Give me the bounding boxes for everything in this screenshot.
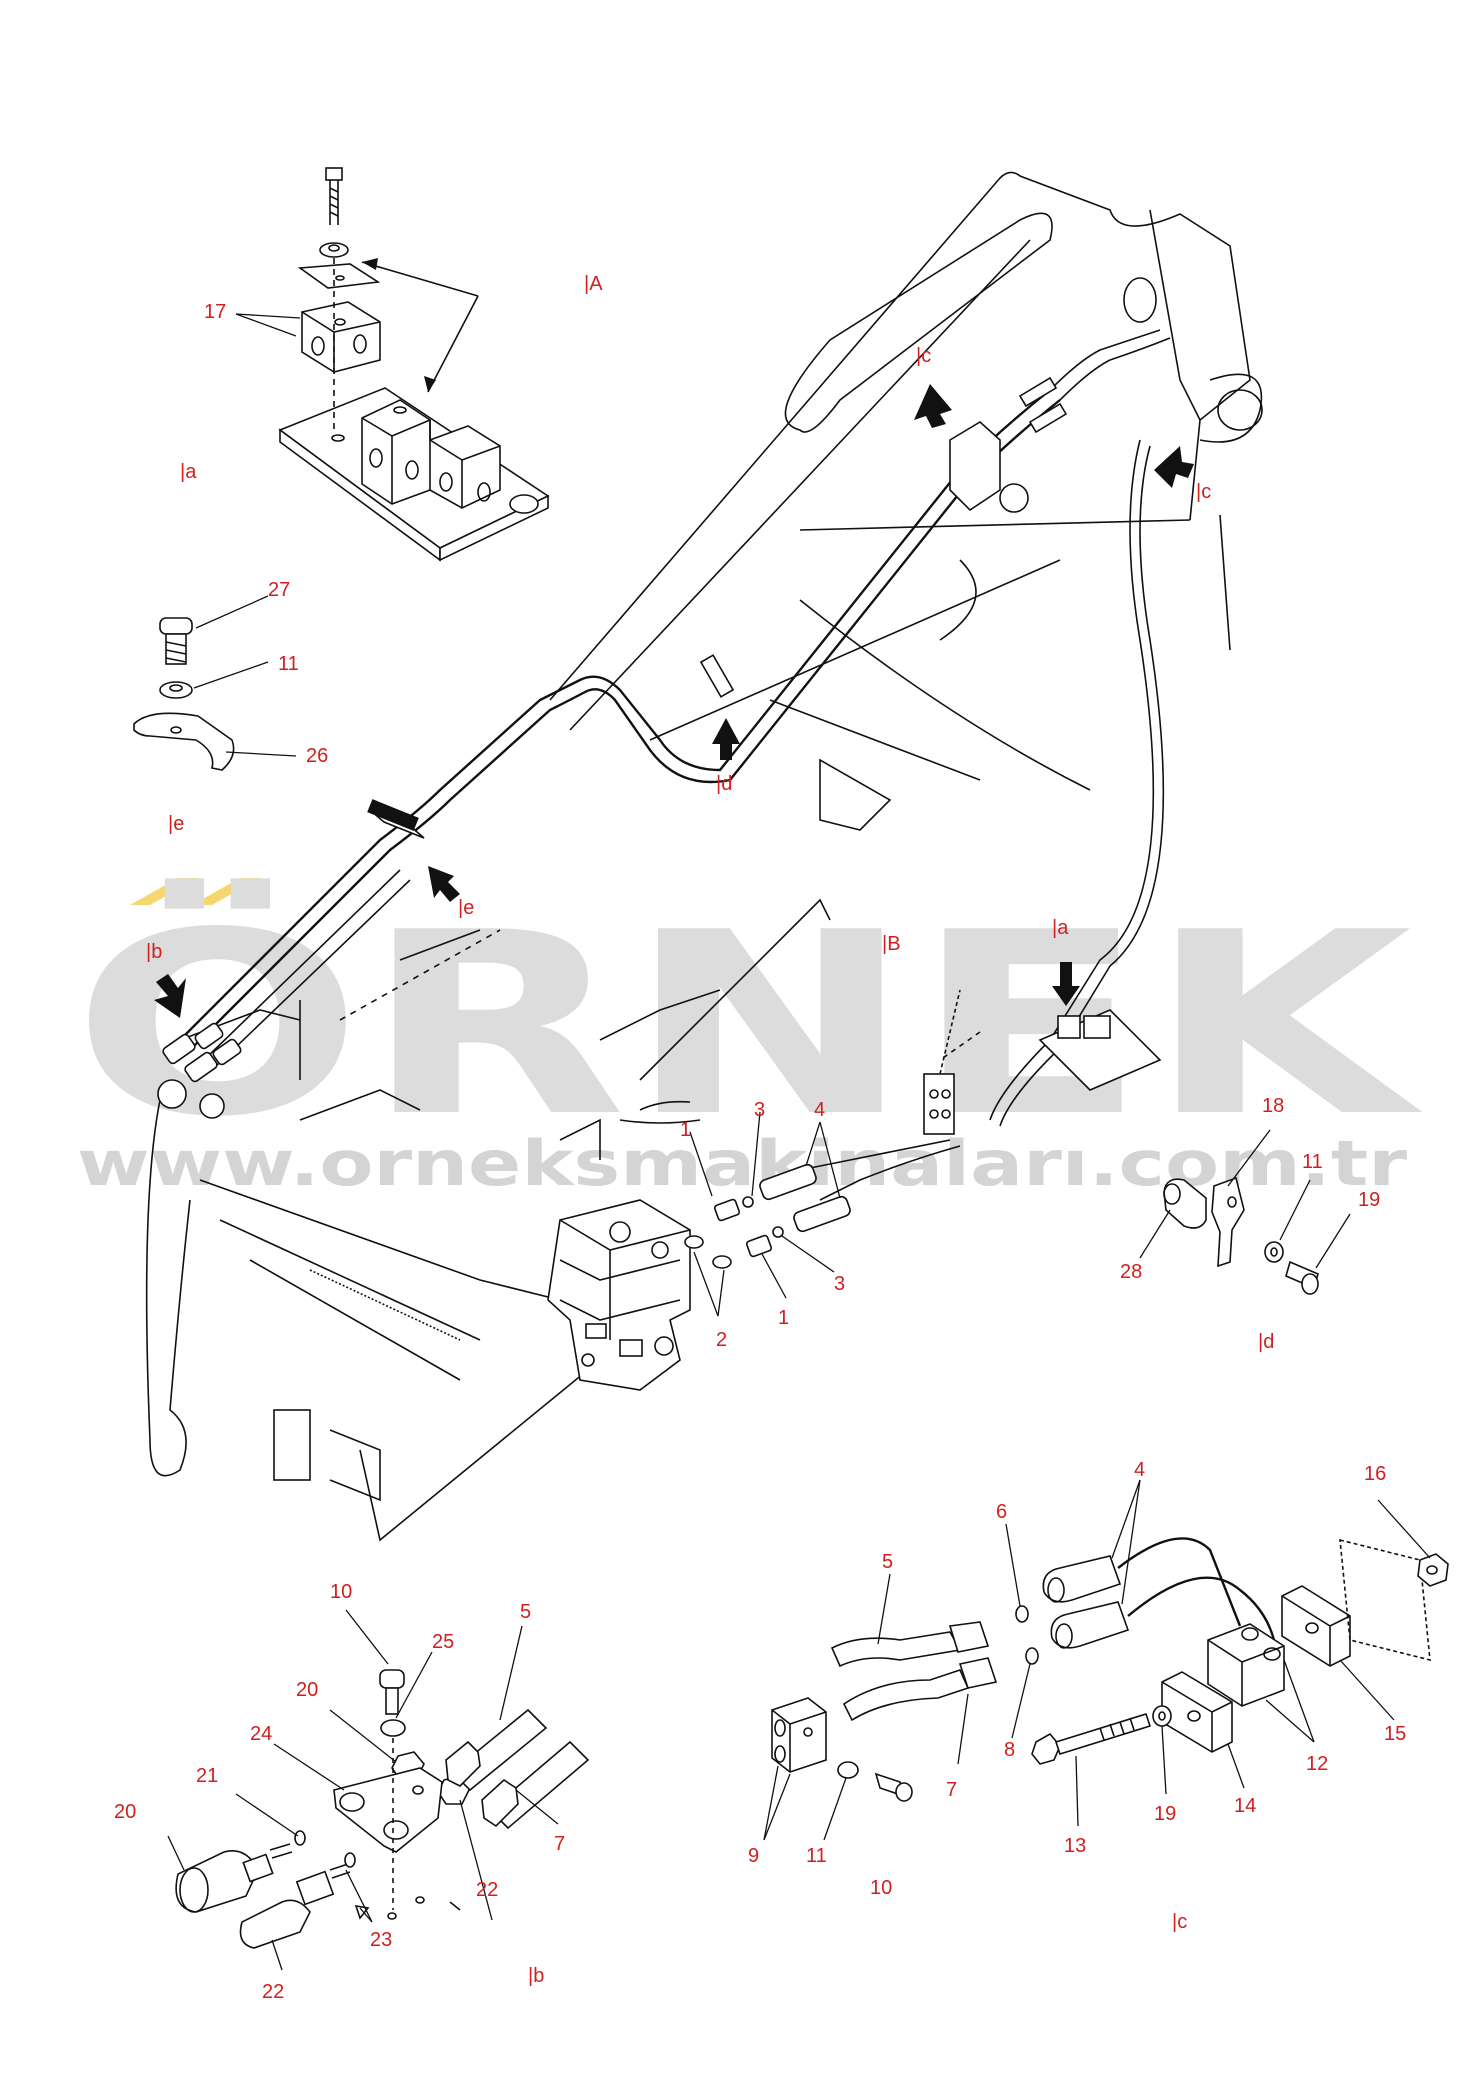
section-ref-e-main: |e <box>458 897 474 919</box>
callout-7-b: 7 <box>554 1833 565 1855</box>
section-ref-d-main: |d <box>716 773 732 795</box>
control-valve <box>547 1199 691 1391</box>
watermark: ÖRNEK www.orneksmakinaları.com.tr <box>72 878 1422 1200</box>
callout-21: 21 <box>196 1765 218 1787</box>
section-ref-A: |A <box>584 273 603 295</box>
section-ref-a-main: |a <box>1052 917 1069 939</box>
callout-10-b: 10 <box>330 1581 352 1603</box>
detail-c-hose-assembly <box>763 1479 1449 1841</box>
callout-12: 12 <box>1306 1753 1328 1775</box>
callout-14: 14 <box>1234 1795 1256 1817</box>
callout-9: 9 <box>748 1845 759 1867</box>
section-labels: |A |a |c |c |d |e |e |b |B |a |d |c |b <box>146 273 1274 1987</box>
callout-15: 15 <box>1384 1723 1406 1745</box>
callout-8: 8 <box>1004 1739 1015 1761</box>
detail-d-clamp <box>1139 1129 1351 1295</box>
detail-b-couplers <box>167 1609 590 1971</box>
arrow-d <box>712 718 740 760</box>
callout-20-left: 20 <box>114 1801 136 1823</box>
section-ref-d-detail: |d <box>1258 1331 1274 1353</box>
watermark-url: www.orneksmakinaları.com.tr <box>77 1127 1408 1200</box>
callout-17: 17 <box>204 301 226 323</box>
callout-25: 25 <box>432 1631 454 1653</box>
callout-11-d: 11 <box>1302 1151 1323 1173</box>
callout-11-c: 11 <box>806 1845 827 1867</box>
section-ref-B: |B <box>882 933 901 955</box>
watermark-accent-right <box>192 878 260 905</box>
clamp-a-main <box>1038 1009 1162 1091</box>
callout-3-bottom: 3 <box>834 1273 845 1295</box>
detail-e-strap <box>133 595 297 771</box>
callout-19-c: 19 <box>1154 1803 1176 1825</box>
section-ref-c-main-top: |c <box>916 345 931 367</box>
section-ref-b-detail: |b <box>528 1965 544 1987</box>
callout-27: 27 <box>268 579 290 601</box>
valve-fittings <box>684 1163 851 1269</box>
callout-22-bottom: 22 <box>262 1981 284 2003</box>
callout-13: 13 <box>1064 1835 1086 1857</box>
callout-18: 18 <box>1262 1095 1284 1117</box>
callout-22-right: 22 <box>476 1879 498 1901</box>
main-machine <box>145 171 1263 1542</box>
callout-6: 6 <box>996 1501 1007 1523</box>
section-ref-b-main: |b <box>146 941 162 963</box>
callout-4-c: 4 <box>1134 1459 1145 1481</box>
section-ref-c-main-right: |c <box>1196 481 1211 503</box>
callout-3-top: 3 <box>754 1099 765 1121</box>
arrow-b <box>154 974 186 1018</box>
callout-1-bottom: 1 <box>778 1307 789 1329</box>
callout-5-b: 5 <box>520 1601 531 1623</box>
callout-28: 28 <box>1120 1261 1142 1283</box>
section-ref-e-detail: |e <box>168 813 184 835</box>
callout-16: 16 <box>1364 1463 1386 1485</box>
callout-20-top: 20 <box>296 1679 318 1701</box>
callout-10-c: 10 <box>870 1877 892 1899</box>
callout-24: 24 <box>250 1723 272 1745</box>
arrow-e <box>428 866 460 902</box>
watermark-accent-left <box>130 878 198 905</box>
callout-2: 2 <box>716 1329 727 1351</box>
callout-11-e: 11 <box>278 653 299 675</box>
arrow-c-top <box>914 384 952 428</box>
callout-26: 26 <box>306 745 328 767</box>
callout-5-c: 5 <box>882 1551 893 1573</box>
section-ref-a-detail: |a <box>180 461 197 483</box>
detail-a-clamp-assembly <box>235 167 550 562</box>
quick-couplers <box>157 1022 242 1119</box>
arrow-c-right <box>1154 446 1194 488</box>
section-ref-c-detail: |c <box>1172 1911 1187 1933</box>
callout-19-d: 19 <box>1358 1189 1380 1211</box>
callout-1-top: 1 <box>680 1119 691 1141</box>
arrow-a <box>1052 962 1080 1006</box>
callout-4-main: 4 <box>814 1099 825 1121</box>
callout-numbers: 17 27 11 26 1 3 4 3 1 2 18 11 19 28 10 2… <box>114 301 1406 2003</box>
callout-7-c: 7 <box>946 1779 957 1801</box>
callout-23: 23 <box>370 1929 392 1951</box>
watermark-brand: ÖRNEK <box>72 879 1422 1172</box>
hose-clamp <box>923 989 961 1135</box>
